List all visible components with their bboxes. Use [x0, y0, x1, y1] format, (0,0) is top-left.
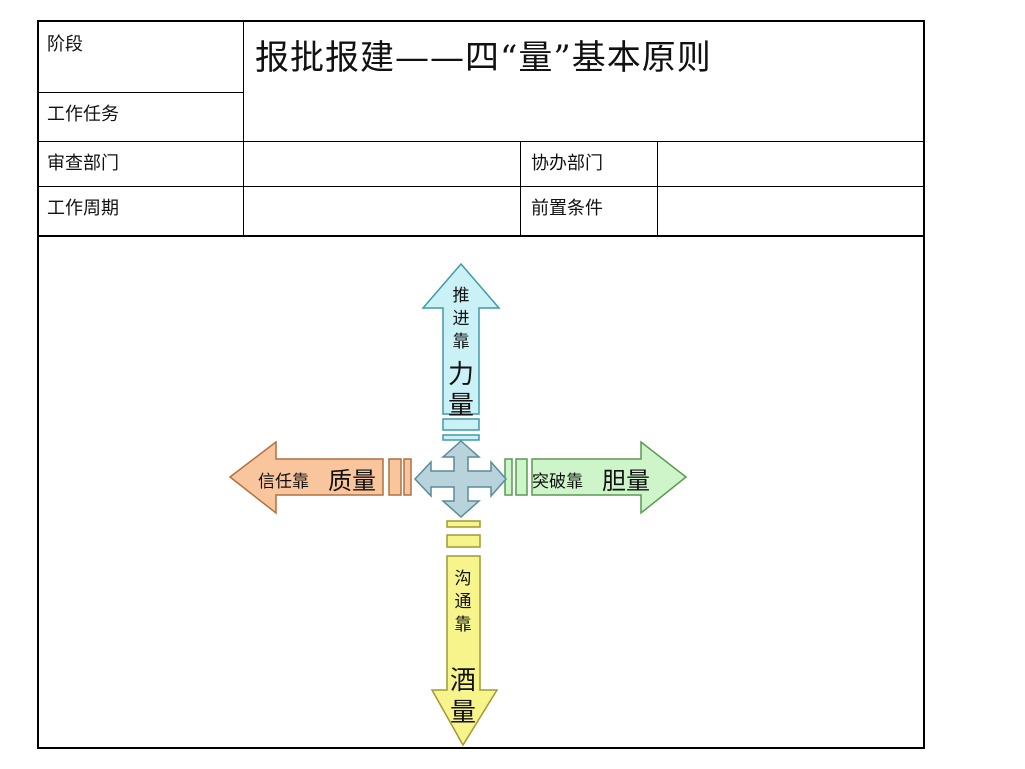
center-four-way-arrow	[413, 439, 508, 519]
down-prefix-1: 沟	[455, 569, 472, 589]
cycle-label: 工作周期	[47, 198, 119, 219]
right-arrow-shape	[531, 440, 688, 515]
left-arrow	[228, 440, 412, 515]
middle-label-column	[520, 141, 658, 236]
column-divider	[243, 92, 244, 237]
down-arrow-shape	[430, 555, 499, 747]
up-prefix-3: 靠	[453, 332, 470, 352]
up-key-2: 量	[448, 391, 474, 421]
up-bar	[442, 418, 480, 431]
principles-table	[37, 20, 925, 749]
down-prefix-3: 靠	[455, 615, 472, 635]
up-prefix-1: 推	[453, 286, 470, 306]
left-bar	[388, 458, 402, 496]
assist-dept-label: 协办部门	[531, 153, 603, 174]
up-key-1: 力	[448, 360, 474, 390]
down-key-1: 酒	[450, 666, 476, 696]
up-bar	[442, 434, 480, 441]
left-bar	[403, 458, 412, 496]
up-prefix-2: 进	[453, 309, 470, 329]
up-arrow	[421, 262, 501, 441]
task-row	[37, 92, 925, 142]
review-dept-label: 审查部门	[47, 153, 119, 174]
cycle-row	[37, 186, 925, 237]
left-key: 质量	[328, 467, 376, 495]
right-key: 胆量	[602, 467, 650, 495]
down-bar	[446, 534, 481, 548]
down-arrow	[430, 520, 499, 747]
page-title: 报批报建——四“量”基本原则	[255, 38, 712, 78]
left-prefix: 信任靠	[258, 472, 309, 492]
down-key-2: 量	[450, 698, 476, 728]
right-prefix: 突破靠	[532, 472, 583, 492]
stage-label-cell	[37, 20, 244, 93]
right-bar	[515, 458, 528, 496]
down-bar	[446, 520, 481, 528]
down-prefix-2: 通	[455, 592, 472, 612]
right-arrow	[504, 440, 688, 515]
right-bar	[504, 458, 513, 496]
review-row	[37, 141, 925, 187]
stage-label: 阶段	[47, 34, 83, 55]
task-label: 工作任务	[47, 104, 119, 125]
up-arrow-shape	[421, 262, 501, 415]
precondition-label: 前置条件	[531, 198, 603, 219]
left-arrow-shape	[228, 440, 384, 515]
